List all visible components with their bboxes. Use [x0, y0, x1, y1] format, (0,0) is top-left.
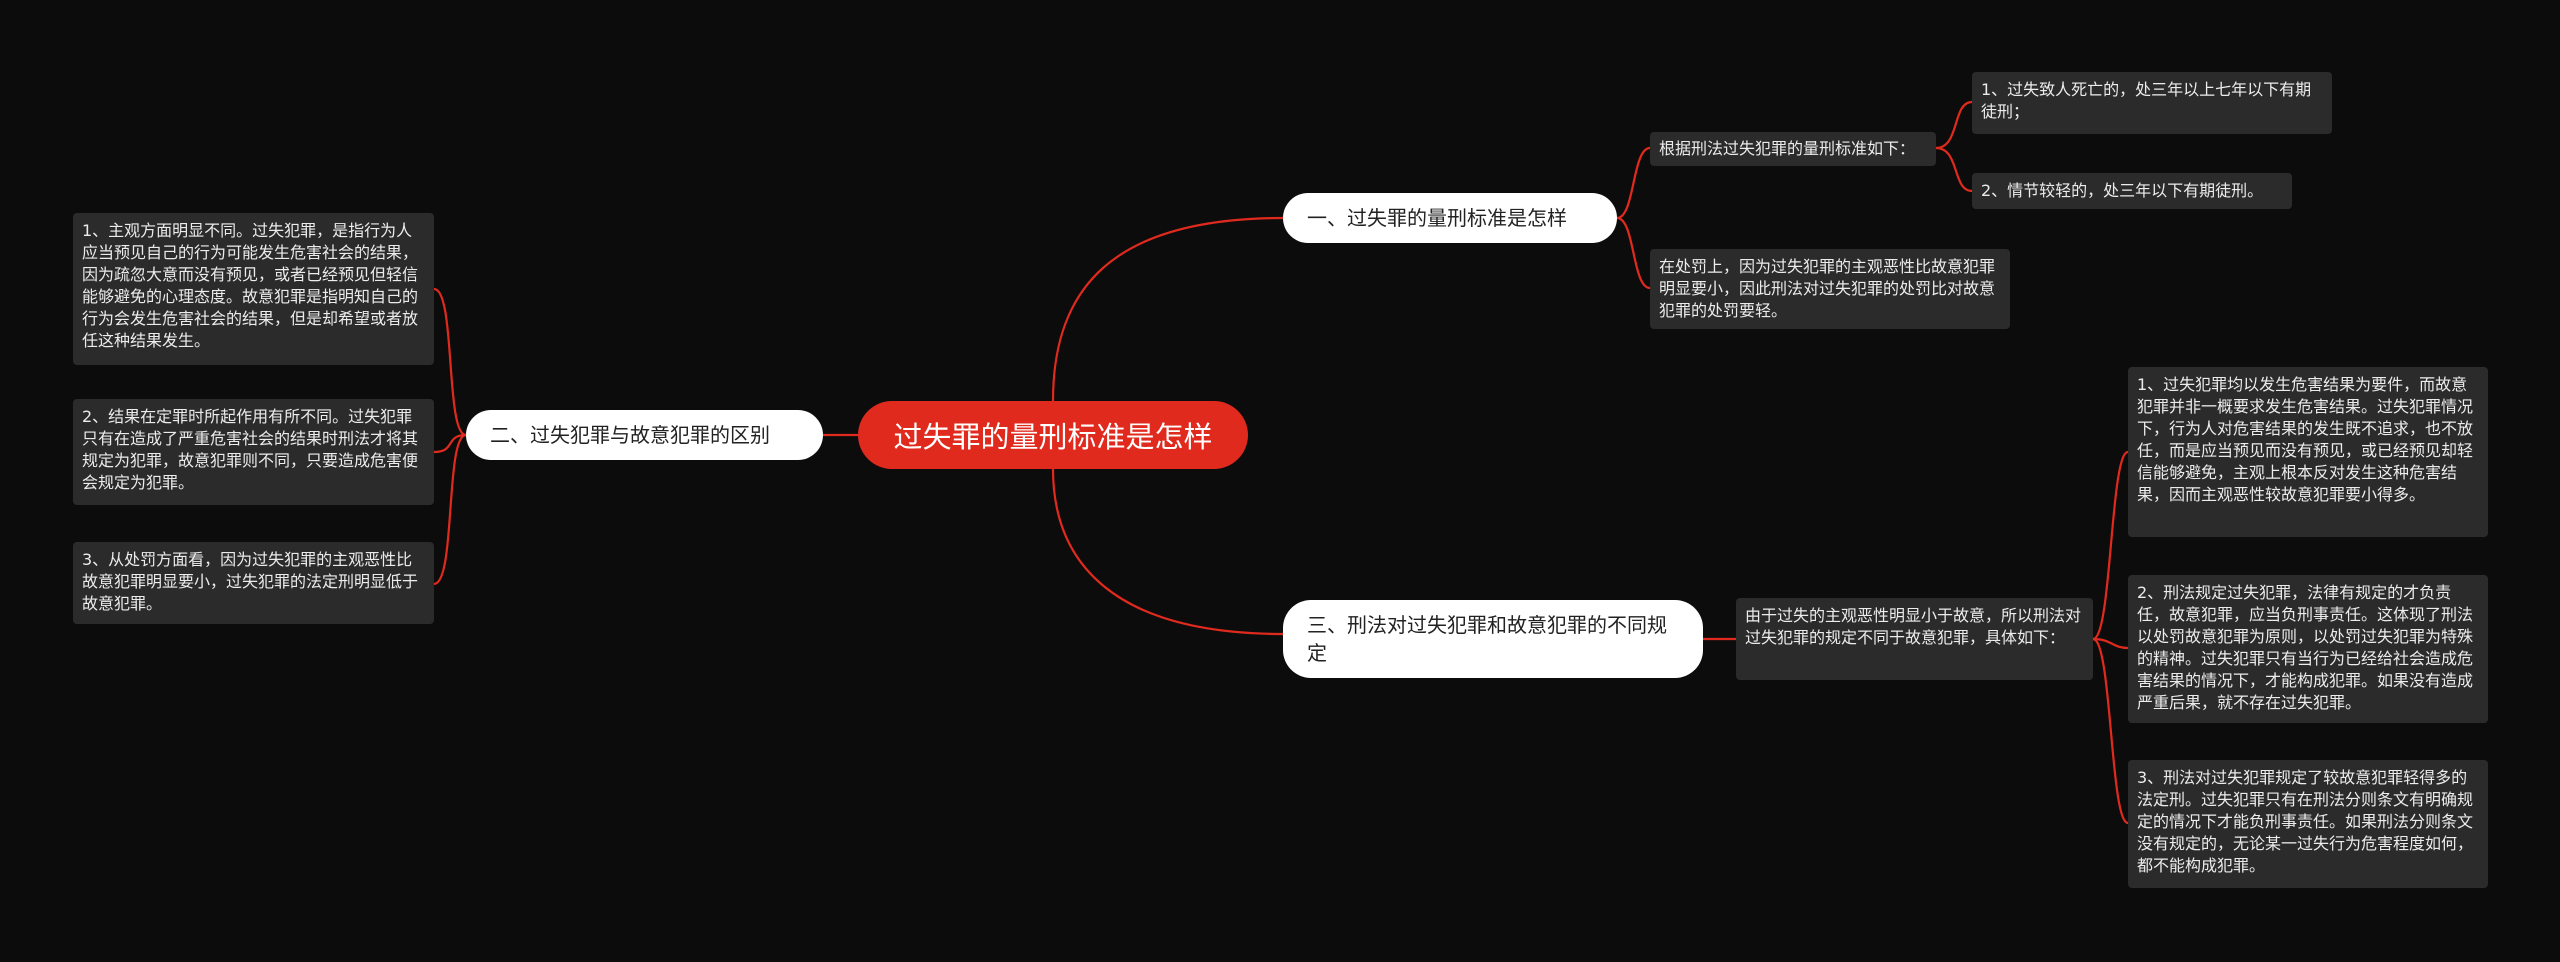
branch-3-label: 三、刑法对过失犯罪和故意犯罪的不同规定 [1307, 613, 1667, 665]
item-label: 2、情节较轻的，处三年以下有期徒刑。 [1981, 181, 2264, 200]
link-b3sub-item3 [2092, 637, 2129, 825]
item-label: 1、主观方面明显不同。过失犯罪，是指行为人应当预见自己的行为可能发生危害社会的结… [82, 221, 419, 350]
link-root-branch3 [1051, 468, 1284, 636]
root-topic[interactable]: 过失罪的量刑标准是怎样 [858, 401, 1248, 469]
branch-3-item-1[interactable]: 1、过失犯罪均以发生危害结果为要件，而故意犯罪并非一概要求发生危害结果。过失犯罪… [2128, 367, 2488, 537]
branch-3-topic[interactable]: 三、刑法对过失犯罪和故意犯罪的不同规定 [1283, 600, 1703, 678]
branch-3-item-2[interactable]: 2、刑法规定过失犯罪，法律有规定的才负责任，故意犯罪，应当负刑事责任。这体现了刑… [2128, 575, 2488, 723]
link-root-branch1 [1051, 216, 1284, 402]
branch-1-subtopic-1-item-2[interactable]: 2、情节较轻的，处三年以下有期徒刑。 [1972, 173, 2292, 209]
link-branch2-item3 [433, 433, 467, 586]
link-sub1-item2 [1935, 146, 1973, 193]
branch-1-subtopic-2-label: 在处罚上，因为过失犯罪的主观恶性比故意犯罪明显要小，因此刑法对过失犯罪的处罚比对… [1659, 257, 1996, 320]
item-label: 3、刑法对过失犯罪规定了较故意犯罪轻得多的法定刑。过失犯罪只有在刑法分则条文有明… [2137, 768, 2474, 875]
branch-2-item-3[interactable]: 3、从处罚方面看，因为过失犯罪的主观恶性比故意犯罪明显要小，过失犯罪的法定刑明显… [73, 542, 434, 624]
link-branch2-item1 [433, 287, 467, 437]
link-branch2-item2 [433, 433, 467, 454]
item-label: 3、从处罚方面看，因为过失犯罪的主观恶性比故意犯罪明显要小，过失犯罪的法定刑明显… [82, 550, 419, 613]
branch-2-item-2[interactable]: 2、结果在定罪时所起作用有所不同。过失犯罪只有在造成了严重危害社会的结果时刑法才… [73, 399, 434, 505]
item-label: 2、结果在定罪时所起作用有所不同。过失犯罪只有在造成了严重危害社会的结果时刑法才… [82, 407, 419, 492]
branch-3-subtopic-1-label: 由于过失的主观恶性明显小于故意，所以刑法对过失犯罪的规定不同于故意犯罪，具体如下… [1745, 606, 2082, 647]
root-topic-label: 过失罪的量刑标准是怎样 [893, 420, 1213, 454]
item-label: 2、刑法规定过失犯罪，法律有规定的才负责任，故意犯罪，应当负刑事责任。这体现了刑… [2137, 583, 2474, 712]
link-sub1-item1 [1935, 100, 1973, 150]
link-b3sub-item1 [2092, 450, 2129, 641]
branch-2-label: 二、过失犯罪与故意犯罪的区别 [490, 423, 770, 447]
link-b3sub-item2 [2092, 637, 2129, 650]
branch-1-topic[interactable]: 一、过失罪的量刑标准是怎样 [1283, 193, 1617, 243]
branch-1-subtopic-1-label: 根据刑法过失犯罪的量刑标准如下： [1659, 139, 1916, 158]
branch-3-item-3[interactable]: 3、刑法对过失犯罪规定了较故意犯罪轻得多的法定刑。过失犯罪只有在刑法分则条文有明… [2128, 760, 2488, 888]
branch-1-subtopic-2[interactable]: 在处罚上，因为过失犯罪的主观恶性比故意犯罪明显要小，因此刑法对过失犯罪的处罚比对… [1650, 249, 2010, 329]
branch-2-item-1[interactable]: 1、主观方面明显不同。过失犯罪，是指行为人应当预见自己的行为可能发生危害社会的结… [73, 213, 434, 365]
branch-1-subtopic-1[interactable]: 根据刑法过失犯罪的量刑标准如下： [1650, 132, 1936, 166]
branch-3-subtopic-1[interactable]: 由于过失的主观恶性明显小于故意，所以刑法对过失犯罪的规定不同于故意犯罪，具体如下… [1736, 598, 2093, 680]
branch-1-label: 一、过失罪的量刑标准是怎样 [1307, 206, 1567, 230]
branch-2-topic[interactable]: 二、过失犯罪与故意犯罪的区别 [466, 410, 823, 460]
branch-1-subtopic-1-item-1[interactable]: 1、过失致人死亡的，处三年以上七年以下有期徒刑； [1972, 72, 2332, 134]
item-label: 1、过失致人死亡的，处三年以上七年以下有期徒刑； [1981, 80, 2312, 121]
link-branch1-sub2 [1616, 216, 1651, 290]
link-branch1-sub1 [1616, 146, 1651, 220]
item-label: 1、过失犯罪均以发生危害结果为要件，而故意犯罪并非一概要求发生危害结果。过失犯罪… [2137, 375, 2474, 504]
